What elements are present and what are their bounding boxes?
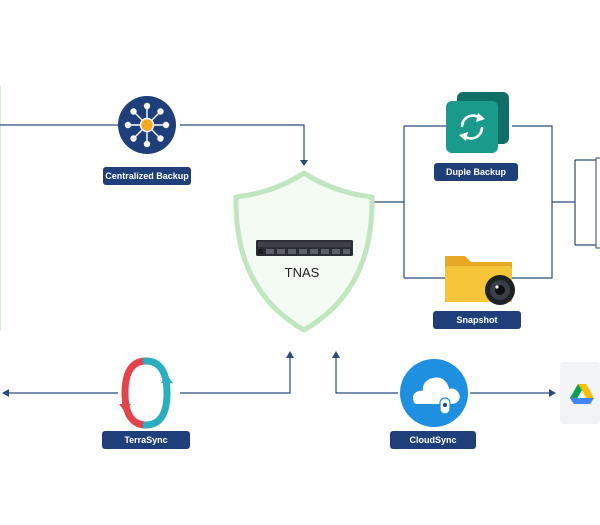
centralized-backup-label: Centralized Backup	[103, 167, 191, 185]
folder-camera-icon	[445, 256, 515, 305]
snapshot-label: Snapshot	[433, 311, 521, 329]
arrow-down-to-tnas	[300, 160, 308, 166]
terrasync-arrow-red	[119, 404, 131, 412]
terrasync-label: TerraSync	[102, 431, 190, 449]
arrow-right-to-drive	[549, 389, 556, 397]
cloud-icon	[400, 359, 468, 427]
arrow-left-terrasync	[2, 389, 9, 397]
arrow-up-to-tnas-left	[286, 351, 294, 358]
connector-terrasync	[6, 356, 291, 394]
duple-backup-label: Duple Backup	[434, 163, 518, 181]
connector-tnas-to-duple-snapshot	[372, 125, 600, 279]
server-icon	[256, 240, 353, 256]
hub-icon	[118, 96, 176, 154]
connector-cloudsync	[335, 356, 550, 394]
arrow-up-to-tnas-right	[332, 351, 340, 358]
google-drive-icon	[560, 362, 600, 424]
tnas-label: TNAS	[284, 265, 320, 280]
connector-centralized-to-tnas	[0, 124, 305, 162]
right-panel-box	[595, 157, 600, 249]
sync-icon	[446, 92, 509, 153]
cloudsync-label: CloudSync	[390, 431, 476, 449]
terrasync-arrow-teal	[161, 375, 173, 383]
terrasync-icon	[121, 357, 171, 429]
